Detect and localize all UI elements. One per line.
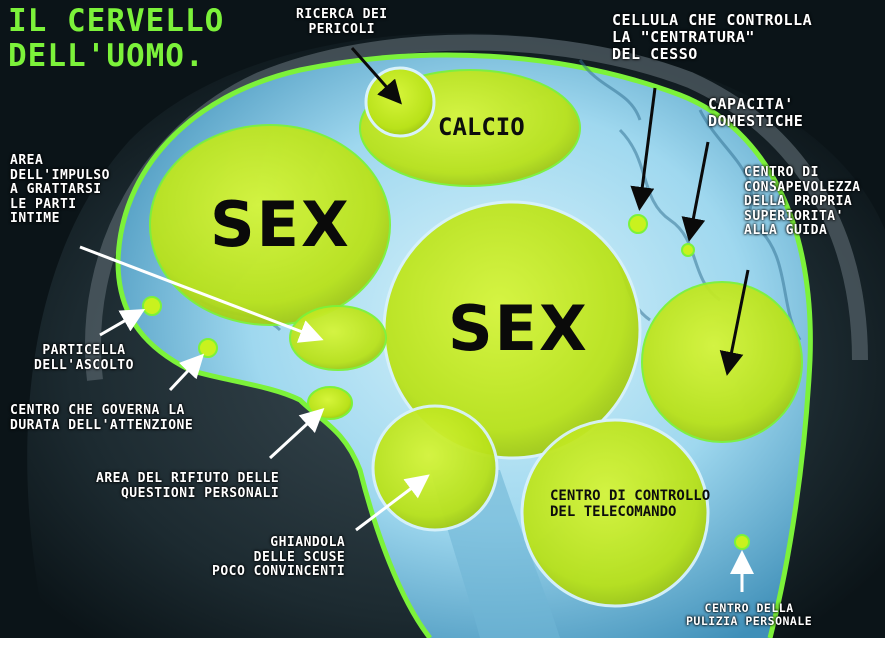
- arrows: [79, 47, 754, 592]
- region-sex-top: [149, 124, 391, 326]
- attenzione-label: CENTRO CHE GOVERNA LA DURATA DELL'ATTENZ…: [10, 403, 194, 433]
- arrow-ghiandola: [355, 474, 430, 532]
- region-impulso: [289, 305, 387, 371]
- region-attenzione: [198, 338, 218, 358]
- page-title: IL CERVELLO DELL'UOMO.: [8, 3, 225, 74]
- arrow-impulso: [79, 245, 324, 343]
- region-telecomando: [520, 418, 710, 608]
- arrow-ascolto: [99, 309, 146, 337]
- region-cellula: [628, 214, 648, 234]
- region-pulizia: [734, 534, 750, 550]
- telecomando-label: CENTRO DI CONTROLLO DEL TELECOMANDO: [550, 488, 711, 521]
- ascolto-label: PARTICELLA DELL'ASCOLTO: [34, 343, 134, 373]
- arrow-ricerca: [350, 47, 402, 105]
- pulizia-label: CENTRO DELLA PULIZIA PERSONALE: [686, 601, 813, 628]
- brain-outline-lower: [115, 261, 432, 638]
- arrow-rifiuto: [268, 407, 325, 460]
- impulso-label: AREA DELL'IMPULSO A GRATTARSI LE PARTI I…: [10, 153, 110, 227]
- region-ricerca: [364, 66, 436, 138]
- brain-illustration: [0, 33, 885, 638]
- brain-outline: [115, 52, 813, 638]
- ricerca-label: RICERCA DEI PERICOLI: [296, 7, 388, 37]
- region-capacita: [681, 243, 695, 257]
- cellula-label: CELLULA CHE CONTROLLA LA "CENTRATURA" DE…: [612, 11, 813, 63]
- region-consapevolezza: [641, 281, 803, 443]
- sex-top-label: SEX: [210, 188, 351, 261]
- region-rifiuto: [307, 386, 353, 420]
- arrow-cellula: [630, 87, 657, 211]
- arrow-consapevolezza: [719, 269, 750, 376]
- capacita-label: CAPACITA' DOMESTICHE: [708, 95, 804, 130]
- arrow-attenzione: [168, 353, 205, 392]
- arrow-capacita: [681, 141, 710, 242]
- rifiuto-label: AREA DEL RIFIUTO DELLE QUESTIONI PERSONA…: [96, 471, 280, 501]
- sex-center-label: SEX: [448, 292, 589, 365]
- brain-regions: [142, 66, 803, 608]
- consapevolezza-label: CENTRO DI CONSAPEVOLEZZA DELLA PROPRIA S…: [744, 165, 861, 239]
- region-ascolto: [142, 296, 162, 316]
- calcio-label: CALCIO: [438, 113, 525, 141]
- region-ghiandola: [371, 404, 499, 532]
- brain-infographic: IL CERVELLO DELL'UOMO. SEX SEX CALCIO CE…: [0, 0, 885, 638]
- ghiandola-label: GHIANDOLA DELLE SCUSE POCO CONVINCENTI: [212, 535, 346, 580]
